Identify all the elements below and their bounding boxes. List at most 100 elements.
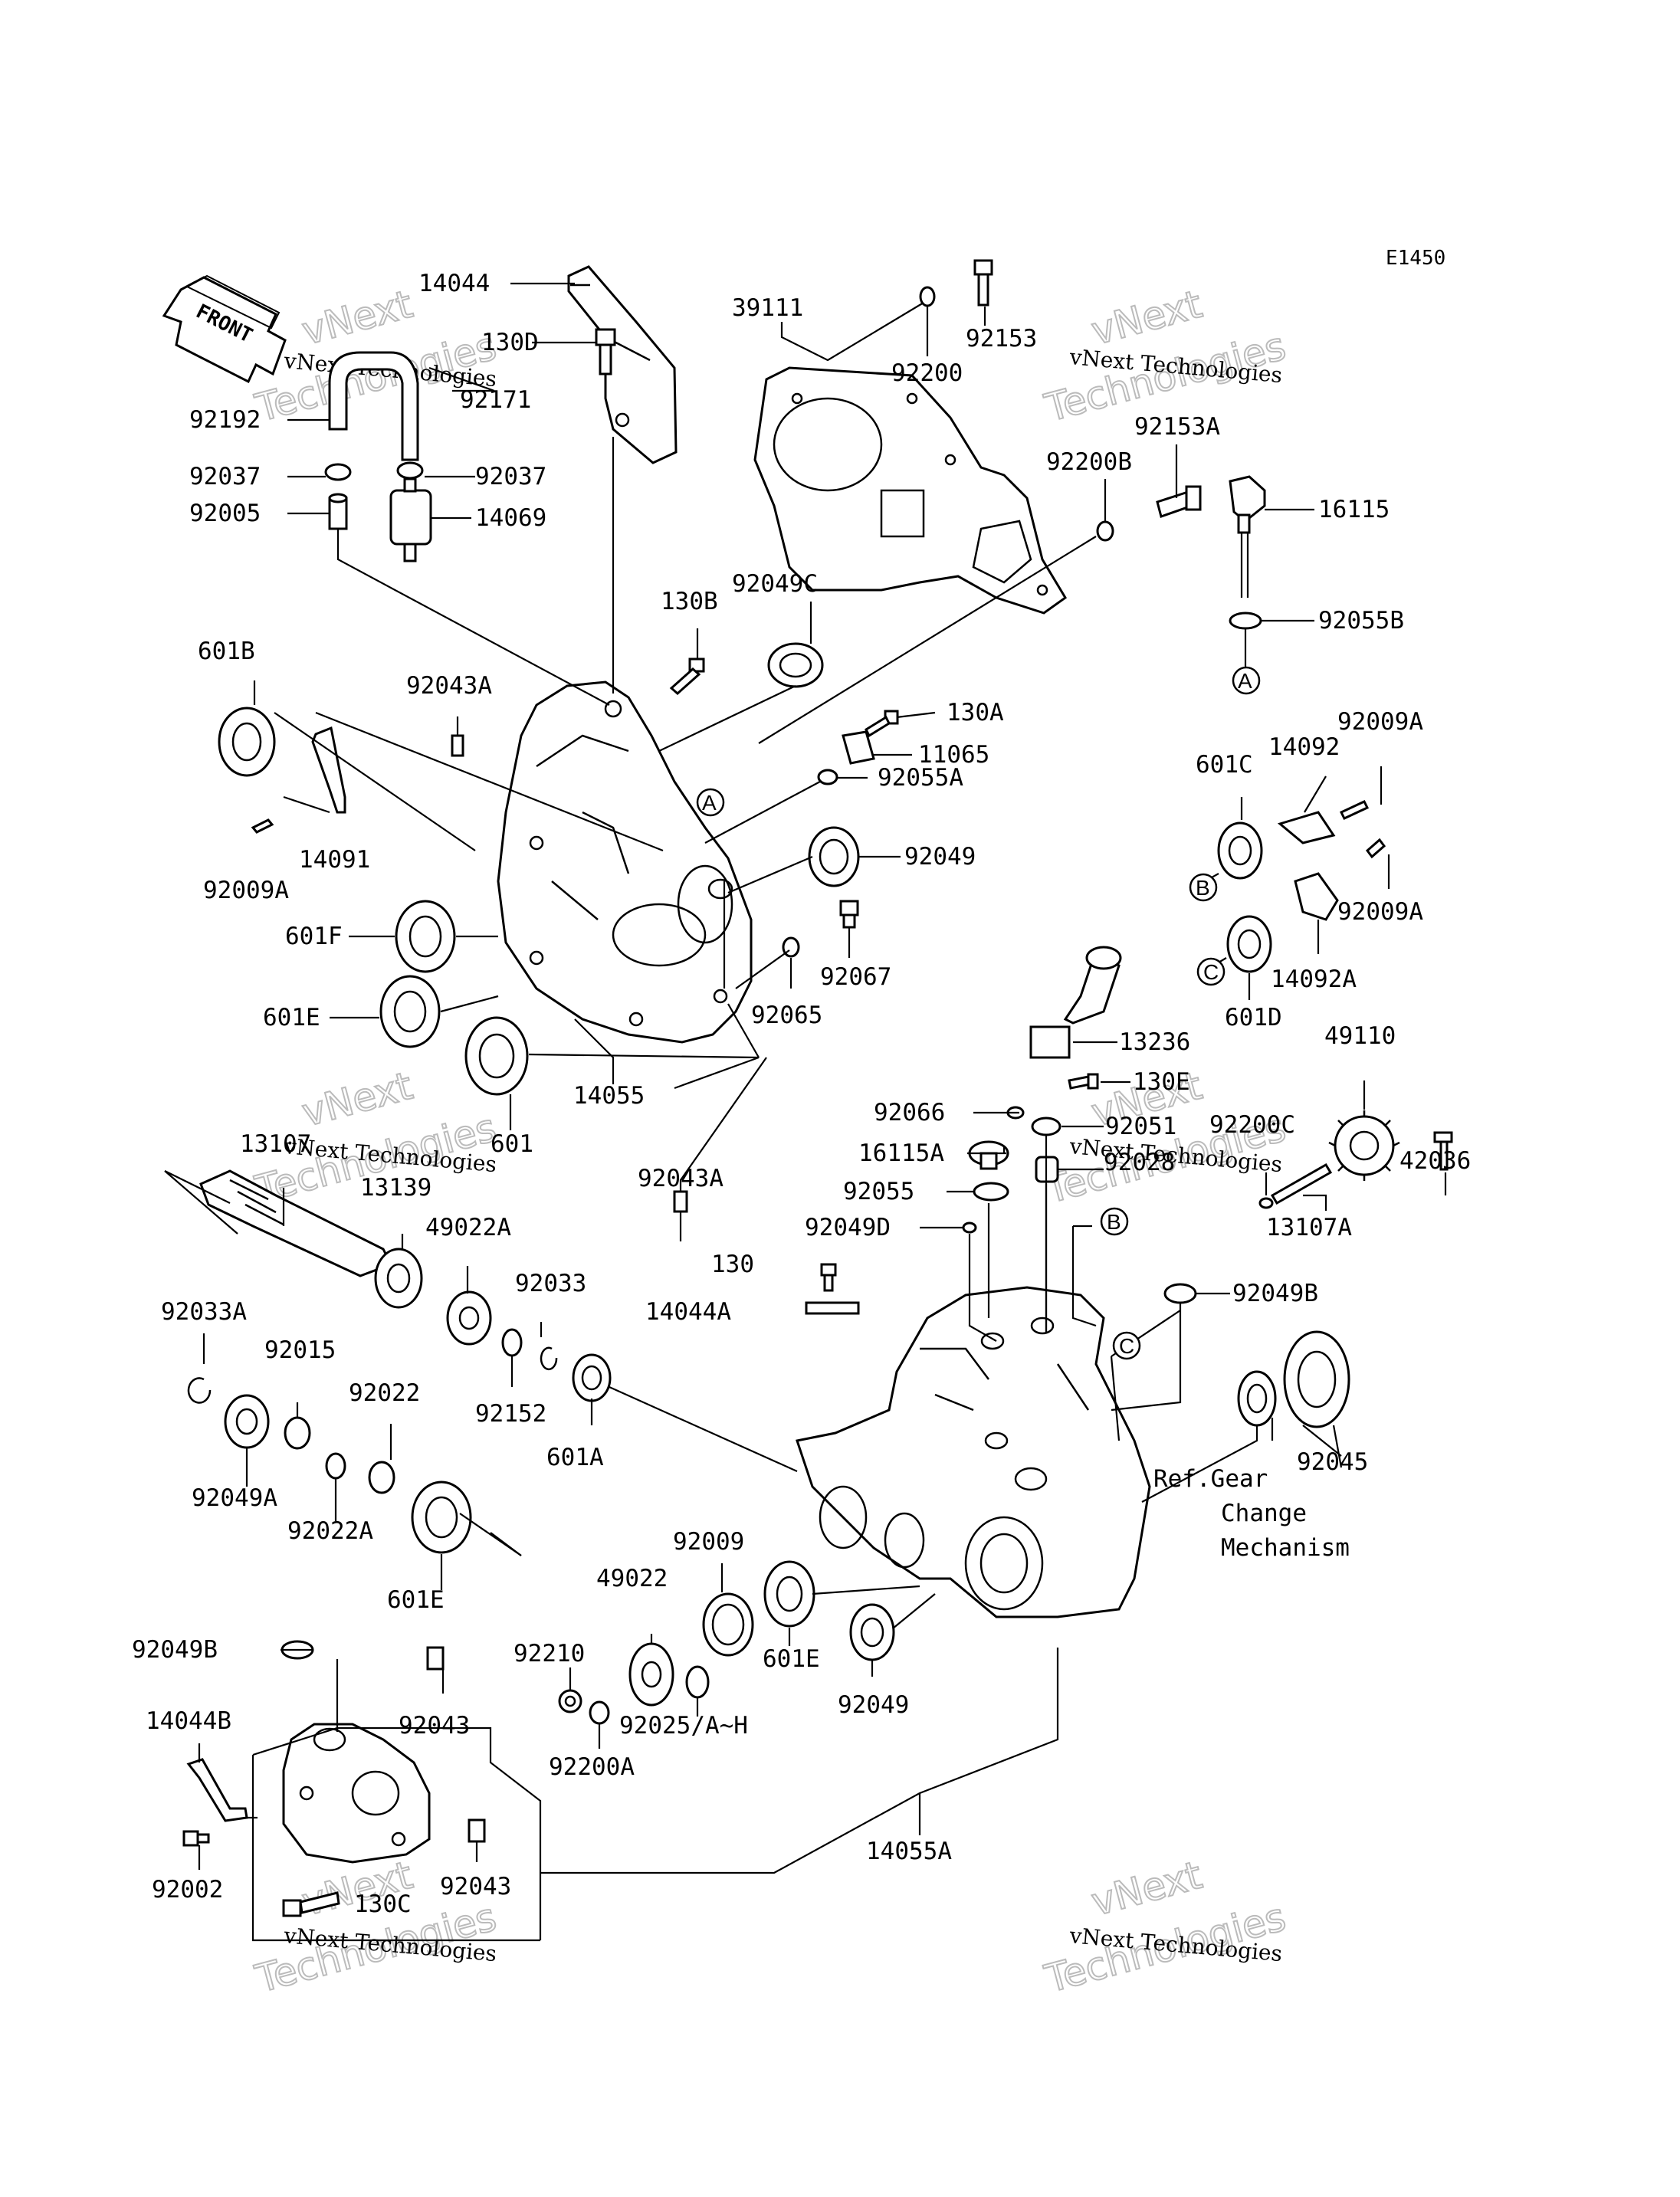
label-130E: 130E [1133, 1068, 1190, 1096]
label-92022: 92022 [349, 1379, 420, 1407]
label-92009A-r2: 92009A [1337, 898, 1423, 926]
oring-92055-shape [973, 1182, 1009, 1202]
seal-92049-bot-shape [849, 1603, 895, 1661]
gear-49022a-shape [446, 1290, 492, 1346]
label-92033: 92033 [515, 1270, 586, 1297]
svg-text:C: C [1203, 960, 1219, 984]
ref-note-line2: Change [1221, 1500, 1307, 1527]
svg-text:vNext: vNext [297, 1064, 417, 1136]
watermark-top-right: vNext Technologies vNext Technologies [1039, 281, 1291, 431]
gear-13139-shape [374, 1248, 423, 1309]
label-14092A: 14092A [1271, 966, 1357, 993]
label-601B: 601B [198, 638, 255, 665]
washer-92022-shape [368, 1461, 395, 1494]
label-92028: 92028 [1104, 1149, 1175, 1176]
label-92043A-mid: 92043A [638, 1165, 724, 1192]
gear-49110-shape [1328, 1110, 1400, 1181]
label-92049-bot: 92049 [838, 1691, 909, 1719]
fitting-92005-shape [328, 493, 348, 530]
seal-92049b-right-shape [1163, 1283, 1197, 1304]
label-92055B: 92055B [1318, 607, 1404, 635]
label-92210: 92210 [514, 1640, 585, 1667]
bracket-14091-shape [311, 726, 346, 814]
callout-b-right: B [1100, 1207, 1129, 1236]
bracket-14044a-shape [805, 1301, 860, 1315]
bracket-14092a-shape [1294, 872, 1339, 921]
bearing-601f-shape [395, 900, 456, 973]
circlip-92033-shape [540, 1346, 558, 1371]
label-92066: 92066 [874, 1099, 945, 1126]
nut-92015-shape [284, 1416, 311, 1450]
label-13107A: 13107A [1266, 1214, 1352, 1241]
watermark-bot-right: vNext Technologies vNext Technologies [1039, 1852, 1291, 2002]
svg-text:B: B [1196, 876, 1210, 900]
label-14044: 14044 [418, 270, 490, 297]
label-39111: 39111 [732, 294, 803, 322]
label-130C: 130C [354, 1890, 412, 1918]
nut-92009-shape [702, 1592, 754, 1657]
bearing-601e-top-shape [379, 975, 441, 1048]
label-92049C: 92049C [732, 570, 818, 598]
washer-92022a-shape [325, 1452, 346, 1480]
filter-14069-shape [389, 477, 432, 562]
label-92200B: 92200B [1046, 448, 1132, 476]
label-16115: 16115 [1318, 496, 1390, 523]
label-92200: 92200 [891, 359, 963, 387]
lever-13236-shape [1029, 946, 1122, 1059]
label-42036: 42036 [1399, 1147, 1471, 1175]
plug-92067-shape [839, 900, 859, 929]
clamp-92037-left-shape [324, 463, 352, 481]
label-92037-right: 92037 [475, 463, 546, 490]
gasket-39111-shape [753, 366, 1067, 615]
label-92192: 92192 [189, 406, 261, 434]
screw-92009a-r2-shape [1365, 838, 1386, 859]
label-16115A: 16115A [858, 1139, 944, 1167]
svg-text:vNext: vNext [1087, 1853, 1206, 1925]
washer-92200b-shape [1096, 520, 1114, 542]
label-92153A: 92153A [1134, 413, 1220, 441]
washer-92200a-shape [589, 1700, 610, 1725]
callout-c-right: C [1112, 1331, 1141, 1360]
label-14055: 14055 [573, 1082, 645, 1110]
bolt-92002-shape [182, 1830, 210, 1847]
bearing-601a-shape [572, 1353, 612, 1402]
label-130B: 130B [661, 588, 718, 615]
label-14044A: 14044A [645, 1298, 731, 1326]
bearing-601c-shape [1217, 821, 1263, 880]
clamp-92037-right-shape [396, 461, 424, 480]
label-92033A: 92033A [161, 1298, 247, 1326]
label-92043-2: 92043 [440, 1873, 511, 1900]
label-92015: 92015 [264, 1336, 336, 1364]
oring-92055b-shape [1229, 612, 1262, 630]
diagram-code: E1450 [1386, 247, 1445, 270]
label-13139: 13139 [360, 1174, 431, 1202]
dowel-92043a-mid-shape [673, 1190, 688, 1213]
label-92049D: 92049D [805, 1214, 891, 1241]
label-601A: 601A [546, 1444, 604, 1471]
label-13236: 13236 [1119, 1028, 1190, 1056]
label-92200C: 92200C [1209, 1111, 1295, 1139]
label-92049: 92049 [904, 843, 976, 871]
label-49022A: 49022A [425, 1214, 511, 1241]
pin-13107a-shape [1270, 1162, 1333, 1205]
label-92049B-left: 92049B [132, 1636, 218, 1664]
label-92043-1: 92043 [399, 1712, 470, 1740]
bolt-130a-shape [865, 710, 899, 738]
label-92065: 92065 [751, 1002, 822, 1029]
label-601F: 601F [285, 923, 343, 950]
part-11065-shape [842, 730, 875, 765]
label-92049A: 92049A [192, 1484, 277, 1512]
nut-92210-shape [558, 1689, 582, 1713]
label-14069: 14069 [475, 504, 546, 532]
label-11065: 11065 [918, 741, 989, 769]
svg-text:A: A [1238, 669, 1252, 693]
label-92022A: 92022A [287, 1517, 373, 1545]
part-92049d-shape [962, 1221, 977, 1234]
label-92152: 92152 [475, 1400, 546, 1428]
dowel-92043-1-shape [426, 1646, 445, 1671]
label-92200A: 92200A [549, 1753, 635, 1781]
washer-92152-shape [501, 1328, 523, 1357]
label-14044B: 14044B [146, 1707, 231, 1735]
ref-note-line3: Mechanism [1221, 1534, 1350, 1562]
